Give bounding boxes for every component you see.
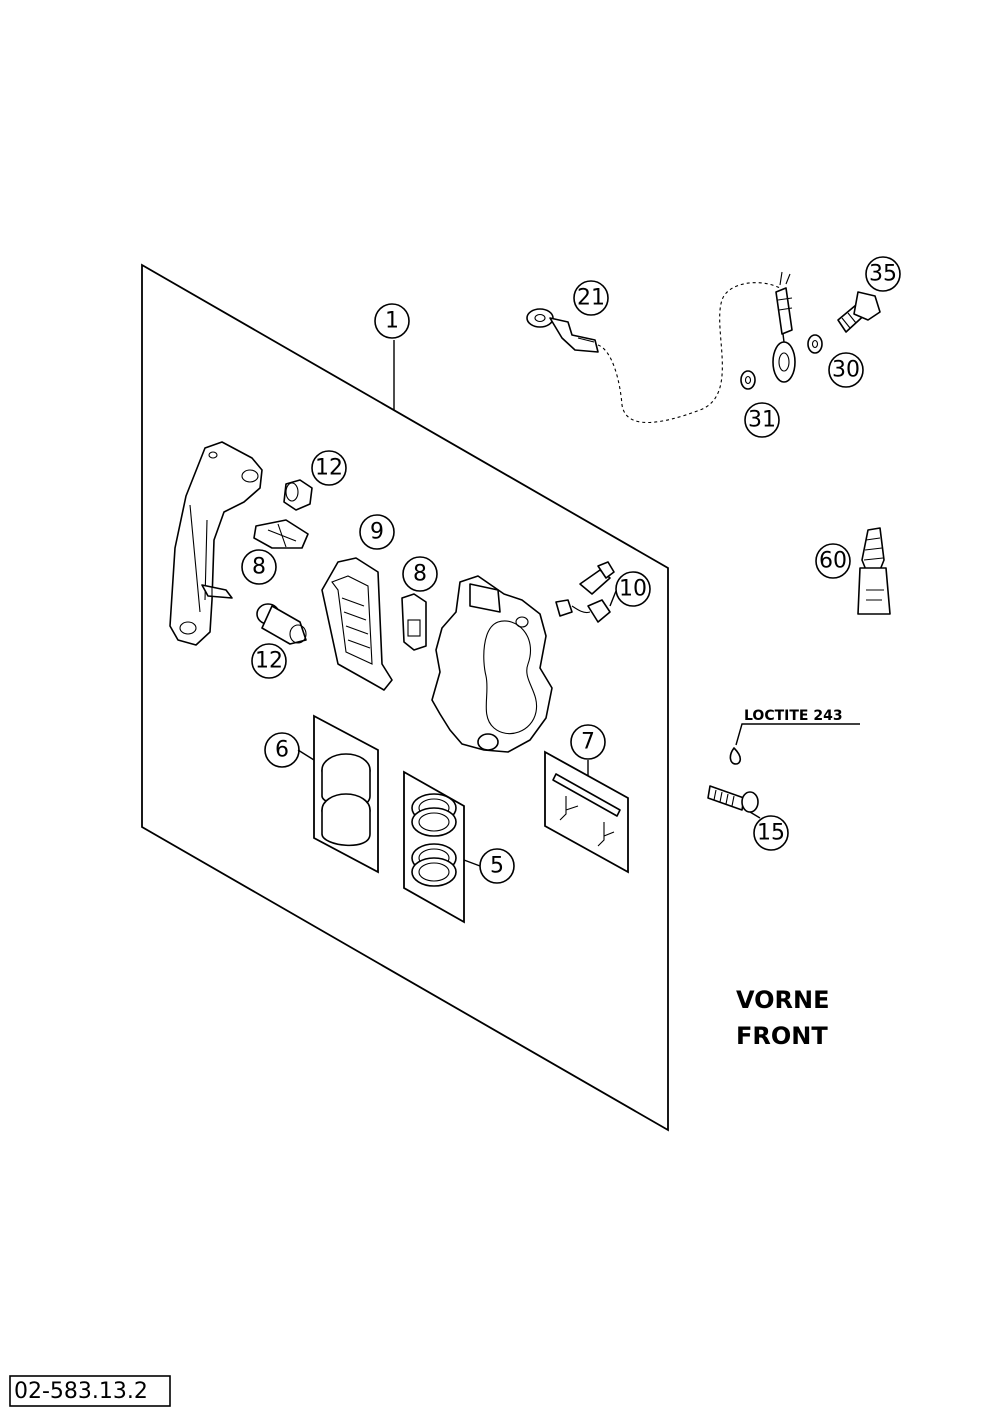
bolt-15 xyxy=(707,723,860,813)
bleeder-valve-10 xyxy=(555,561,615,623)
front-label: FRONT xyxy=(736,1022,828,1050)
svg-text:9: 9 xyxy=(370,520,384,545)
svg-text:7: 7 xyxy=(581,730,595,755)
svg-text:35: 35 xyxy=(869,262,897,287)
seal-kit-5 xyxy=(403,770,465,924)
washer-30 xyxy=(807,334,823,354)
document-number-box xyxy=(9,1375,171,1407)
svg-text:8: 8 xyxy=(252,555,266,580)
svg-text:60: 60 xyxy=(819,549,847,574)
banjo-bolt-35 xyxy=(837,291,881,333)
svg-text:12: 12 xyxy=(255,649,283,674)
callout-35: 35 xyxy=(865,256,901,292)
svg-text:15: 15 xyxy=(757,821,785,846)
svg-text:12: 12 xyxy=(315,456,343,481)
loctite-bottle-60 xyxy=(857,527,891,615)
pad-spring-8-right xyxy=(401,593,427,651)
callout-8-right: 8 xyxy=(402,556,438,592)
callout-8-left: 8 xyxy=(241,549,277,585)
sleeve-12-upper xyxy=(283,479,313,511)
callout-9: 9 xyxy=(359,514,395,550)
svg-text:5: 5 xyxy=(490,854,504,879)
brake-pad-9 xyxy=(321,557,393,691)
brake-line xyxy=(526,271,796,423)
callout-30: 30 xyxy=(828,352,864,388)
loctite-label: LOCTITE 243 xyxy=(744,708,843,724)
svg-text:30: 30 xyxy=(832,358,860,383)
callout-60: 60 xyxy=(815,543,851,579)
callout-10: 10 xyxy=(615,571,651,607)
svg-text:21: 21 xyxy=(577,286,605,311)
callout-12-upper: 12 xyxy=(311,450,347,486)
svg-text:31: 31 xyxy=(748,408,776,433)
callout-1: 1 xyxy=(374,303,410,339)
svg-text:6: 6 xyxy=(275,738,289,763)
svg-text:10: 10 xyxy=(619,577,647,602)
caliper-kit-frame xyxy=(141,263,669,1132)
svg-text:8: 8 xyxy=(413,562,427,587)
callout-5: 5 xyxy=(479,848,515,884)
caliper-body xyxy=(431,575,553,753)
svg-text:1: 1 xyxy=(385,309,399,334)
document-number: 02-583.13.2 xyxy=(14,1379,148,1404)
callout-15: 15 xyxy=(753,815,789,851)
callout-31: 31 xyxy=(744,402,780,438)
vorne-label: VORNE xyxy=(736,986,830,1014)
caliper-bracket xyxy=(169,441,263,646)
callout-21: 21 xyxy=(573,280,609,316)
callout-6: 6 xyxy=(264,732,300,768)
callout-12-lower: 12 xyxy=(251,643,287,679)
washer-31 xyxy=(740,370,756,390)
guide-bolt-12-lower xyxy=(256,603,307,645)
piston-kit-6 xyxy=(313,714,379,874)
pin-kit-7 xyxy=(544,750,629,874)
callout-7: 7 xyxy=(570,724,606,760)
pad-spring-8-left xyxy=(253,519,309,549)
